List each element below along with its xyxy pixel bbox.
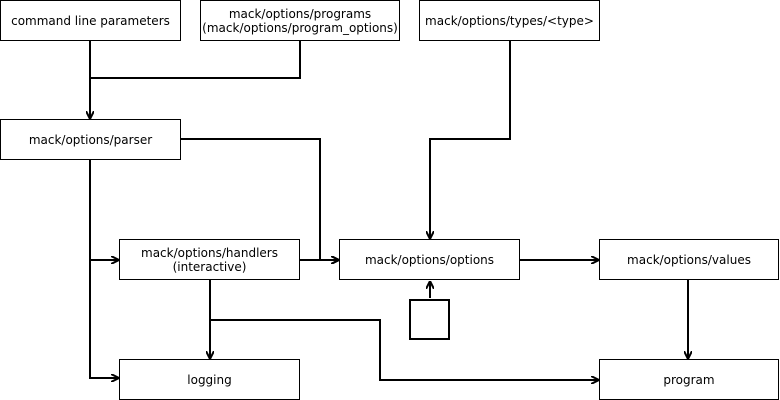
node-mack-options-programs: mack/options/programs (mack/options/prog… [200,0,400,41]
edge-types-to-options [430,40,511,238]
edge-handlers-to-program [210,319,598,380]
node-mack-options-handlers: mack/options/handlers (interactive) [119,239,300,280]
node-mack-options-parser: mack/options/parser [0,119,181,160]
node-command-line-parameters: command line parameters [0,0,181,41]
edge-parser-trunk [89,159,118,378]
node-logging: logging [119,359,300,400]
node-small-box [409,299,450,340]
edge-programs-to-parser [90,40,301,118]
node-mack-options-types: mack/options/types/<type> [419,0,600,41]
node-program: program [599,359,779,400]
node-mack-options-options: mack/options/options [339,239,520,280]
node-mack-options-values: mack/options/values [599,239,779,280]
